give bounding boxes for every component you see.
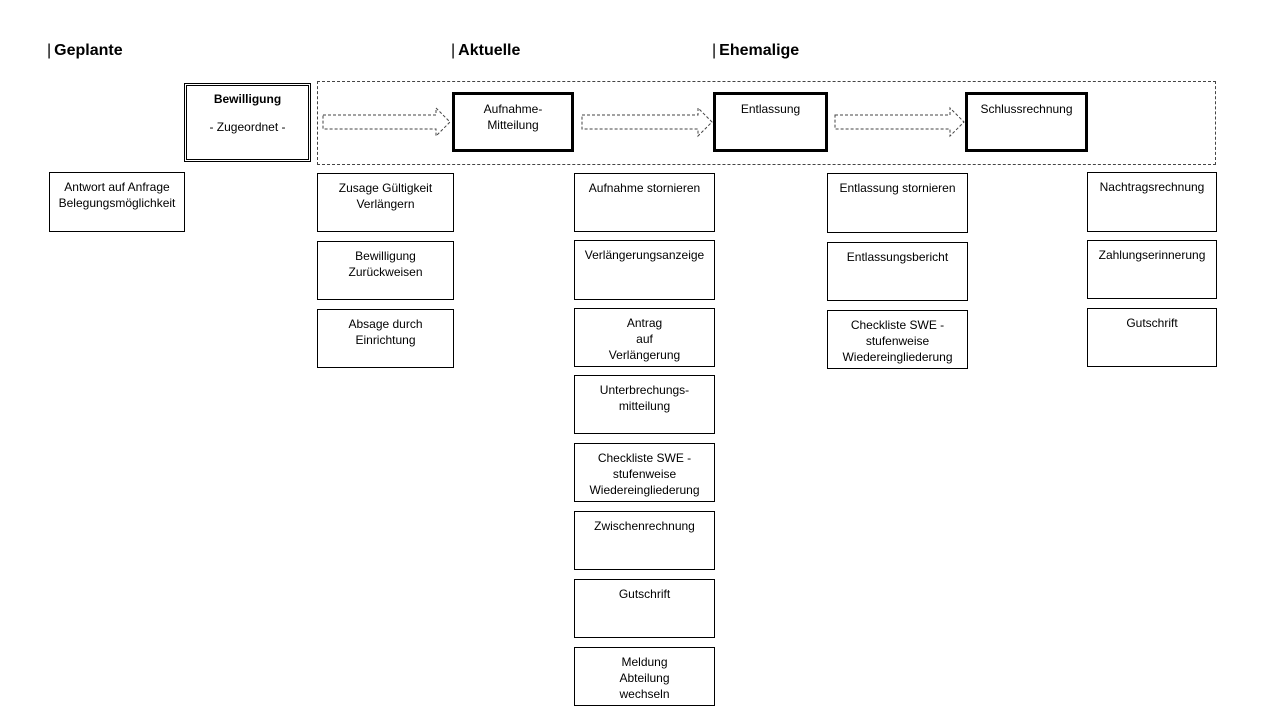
action-extension-request[interactable]: Antrag auf Verlängerung: [574, 308, 715, 367]
action-cancel-by-facility[interactable]: Absage durch Einrichtung: [317, 309, 454, 368]
action-credit-note-admission[interactable]: Gutschrift: [574, 579, 715, 638]
grant-assigned-box[interactable]: Bewilligung - Zugeordnet -: [184, 83, 311, 162]
section-label-current-text: Aktuelle: [458, 42, 521, 59]
stage-admission[interactable]: Aufnahme- Mitteilung: [452, 92, 574, 152]
section-label-current: |Aktuelle: [451, 42, 521, 59]
section-label-planned: |Geplante: [47, 42, 123, 59]
grant-subtitle: - Zugeordnet -: [209, 120, 286, 134]
action-checklist-swe-admission[interactable]: Checkliste SWE - stufenweise Wiedereingl…: [574, 443, 715, 502]
action-cancel-discharge[interactable]: Entlassung stornieren: [827, 173, 968, 233]
action-checklist-swe-discharge[interactable]: Checkliste SWE - stufenweise Wiedereingl…: [827, 310, 968, 369]
action-discharge-report[interactable]: Entlassungsbericht: [827, 242, 968, 301]
action-credit-note-invoice[interactable]: Gutschrift: [1087, 308, 1217, 367]
action-interim-invoice[interactable]: Zwischenrechnung: [574, 511, 715, 570]
action-reply-occupancy-request[interactable]: Antwort auf Anfrage Belegungsmöglichkeit: [49, 172, 185, 232]
action-extension-notice[interactable]: Verlängerungsanzeige: [574, 240, 715, 300]
action-interruption-notice[interactable]: Unterbrechungs- mitteilung: [574, 375, 715, 434]
action-change-department[interactable]: Meldung Abteilung wechseln: [574, 647, 715, 706]
action-payment-reminder[interactable]: Zahlungserinnerung: [1087, 240, 1217, 299]
grant-title: Bewilligung: [213, 92, 282, 106]
section-label-former: |Ehemalige: [712, 42, 800, 59]
section-label-former-text: Ehemalige: [719, 42, 800, 59]
action-extend-validity[interactable]: Zusage Gültigkeit Verlängern: [317, 173, 454, 232]
action-cancel-admission[interactable]: Aufnahme stornieren: [574, 173, 715, 232]
section-label-planned-text: Geplante: [54, 42, 123, 59]
action-supplementary-invoice[interactable]: Nachtragsrechnung: [1087, 172, 1217, 232]
stage-discharge[interactable]: Entlassung: [713, 92, 828, 152]
stage-final-invoice[interactable]: Schlussrechnung: [965, 92, 1088, 152]
stage-flow-group: [317, 81, 1216, 165]
action-reject-grant[interactable]: Bewilligung Zurückweisen: [317, 241, 454, 300]
